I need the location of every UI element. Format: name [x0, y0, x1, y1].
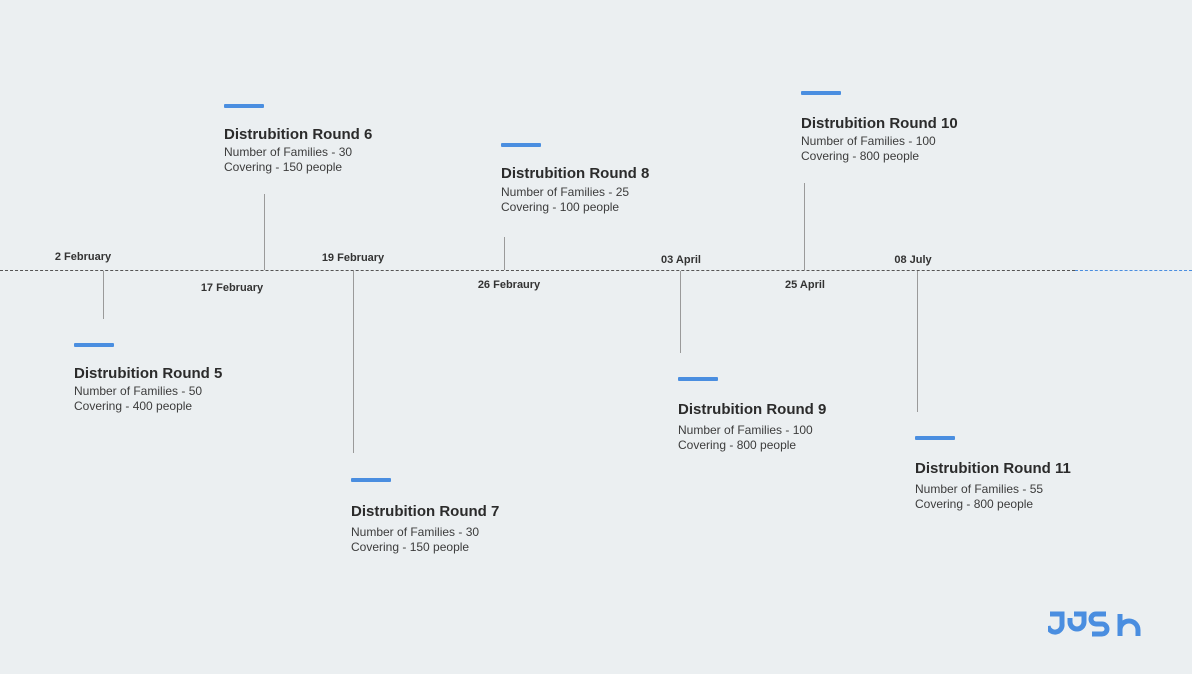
date-label: 08 July — [894, 254, 932, 266]
date-label: 2 February — [54, 251, 112, 263]
connector-stem — [353, 271, 354, 453]
event-covering: Covering - 800 people — [678, 438, 797, 452]
event-families: Number of Families - 30 — [224, 145, 353, 159]
event-card: Distrubition Round 9 Number of Families … — [678, 377, 826, 453]
event-card: Distrubition Round 10 Number of Families… — [801, 91, 958, 164]
accent-bar — [224, 104, 264, 108]
event-card: Distrubition Round 11 Number of Families… — [915, 436, 1071, 512]
accent-bar — [351, 478, 391, 482]
event-families: Number of Families - 100 — [678, 423, 813, 437]
date-label: 03 April — [661, 254, 701, 266]
event-card: Distrubition Round 6 Number of Families … — [224, 104, 372, 175]
date-label: 26 Febraury — [477, 279, 541, 291]
event-covering: Covering - 400 people — [74, 399, 193, 413]
connector-stem — [804, 183, 805, 270]
event-title: Distrubition Round 8 — [501, 165, 650, 182]
event-covering: Covering - 100 people — [501, 200, 620, 214]
connector-stem — [103, 271, 104, 319]
event-families: Number of Families - 100 — [801, 134, 936, 148]
event-families: Number of Families - 30 — [351, 525, 480, 539]
accent-bar — [678, 377, 718, 381]
accent-bar — [501, 143, 541, 147]
event-title: Distrubition Round 10 — [801, 115, 958, 132]
event-title: Distrubition Round 5 — [74, 365, 223, 382]
date-label: 19 February — [321, 252, 385, 264]
event-card: Distrubition Round 5 Number of Families … — [74, 343, 222, 414]
event-families: Number of Families - 50 — [74, 384, 203, 398]
event-title: Distrubition Round 7 — [351, 503, 500, 520]
event-families: Number of Families - 55 — [915, 482, 1044, 496]
date-label: 17 February — [200, 282, 264, 294]
event-covering: Covering - 150 people — [351, 540, 470, 554]
event-title: Distrubition Round 11 — [915, 460, 1071, 477]
event-covering: Covering - 800 people — [915, 497, 1034, 511]
date-label: 25 April — [785, 279, 825, 291]
josh-logo-icon — [1048, 611, 1141, 637]
connector-stem — [504, 237, 505, 270]
accent-bar — [915, 436, 955, 440]
event-title: Distrubition Round 6 — [224, 126, 373, 143]
event-families: Number of Families - 25 — [501, 185, 630, 199]
connector-stem — [264, 194, 265, 270]
accent-bar — [74, 343, 114, 347]
timeline-axis — [0, 270, 1075, 271]
event-card: Distrubition Round 7 Number of Families … — [351, 478, 499, 555]
connector-stem — [680, 271, 681, 353]
accent-bar — [801, 91, 841, 95]
timeline-axis-extension — [1075, 270, 1192, 271]
event-covering: Covering - 150 people — [224, 160, 343, 174]
event-card: Distrubition Round 8 Number of Families … — [501, 143, 649, 215]
event-covering: Covering - 800 people — [801, 149, 920, 163]
connector-stem — [917, 271, 918, 412]
event-title: Distrubition Round 9 — [678, 401, 827, 418]
